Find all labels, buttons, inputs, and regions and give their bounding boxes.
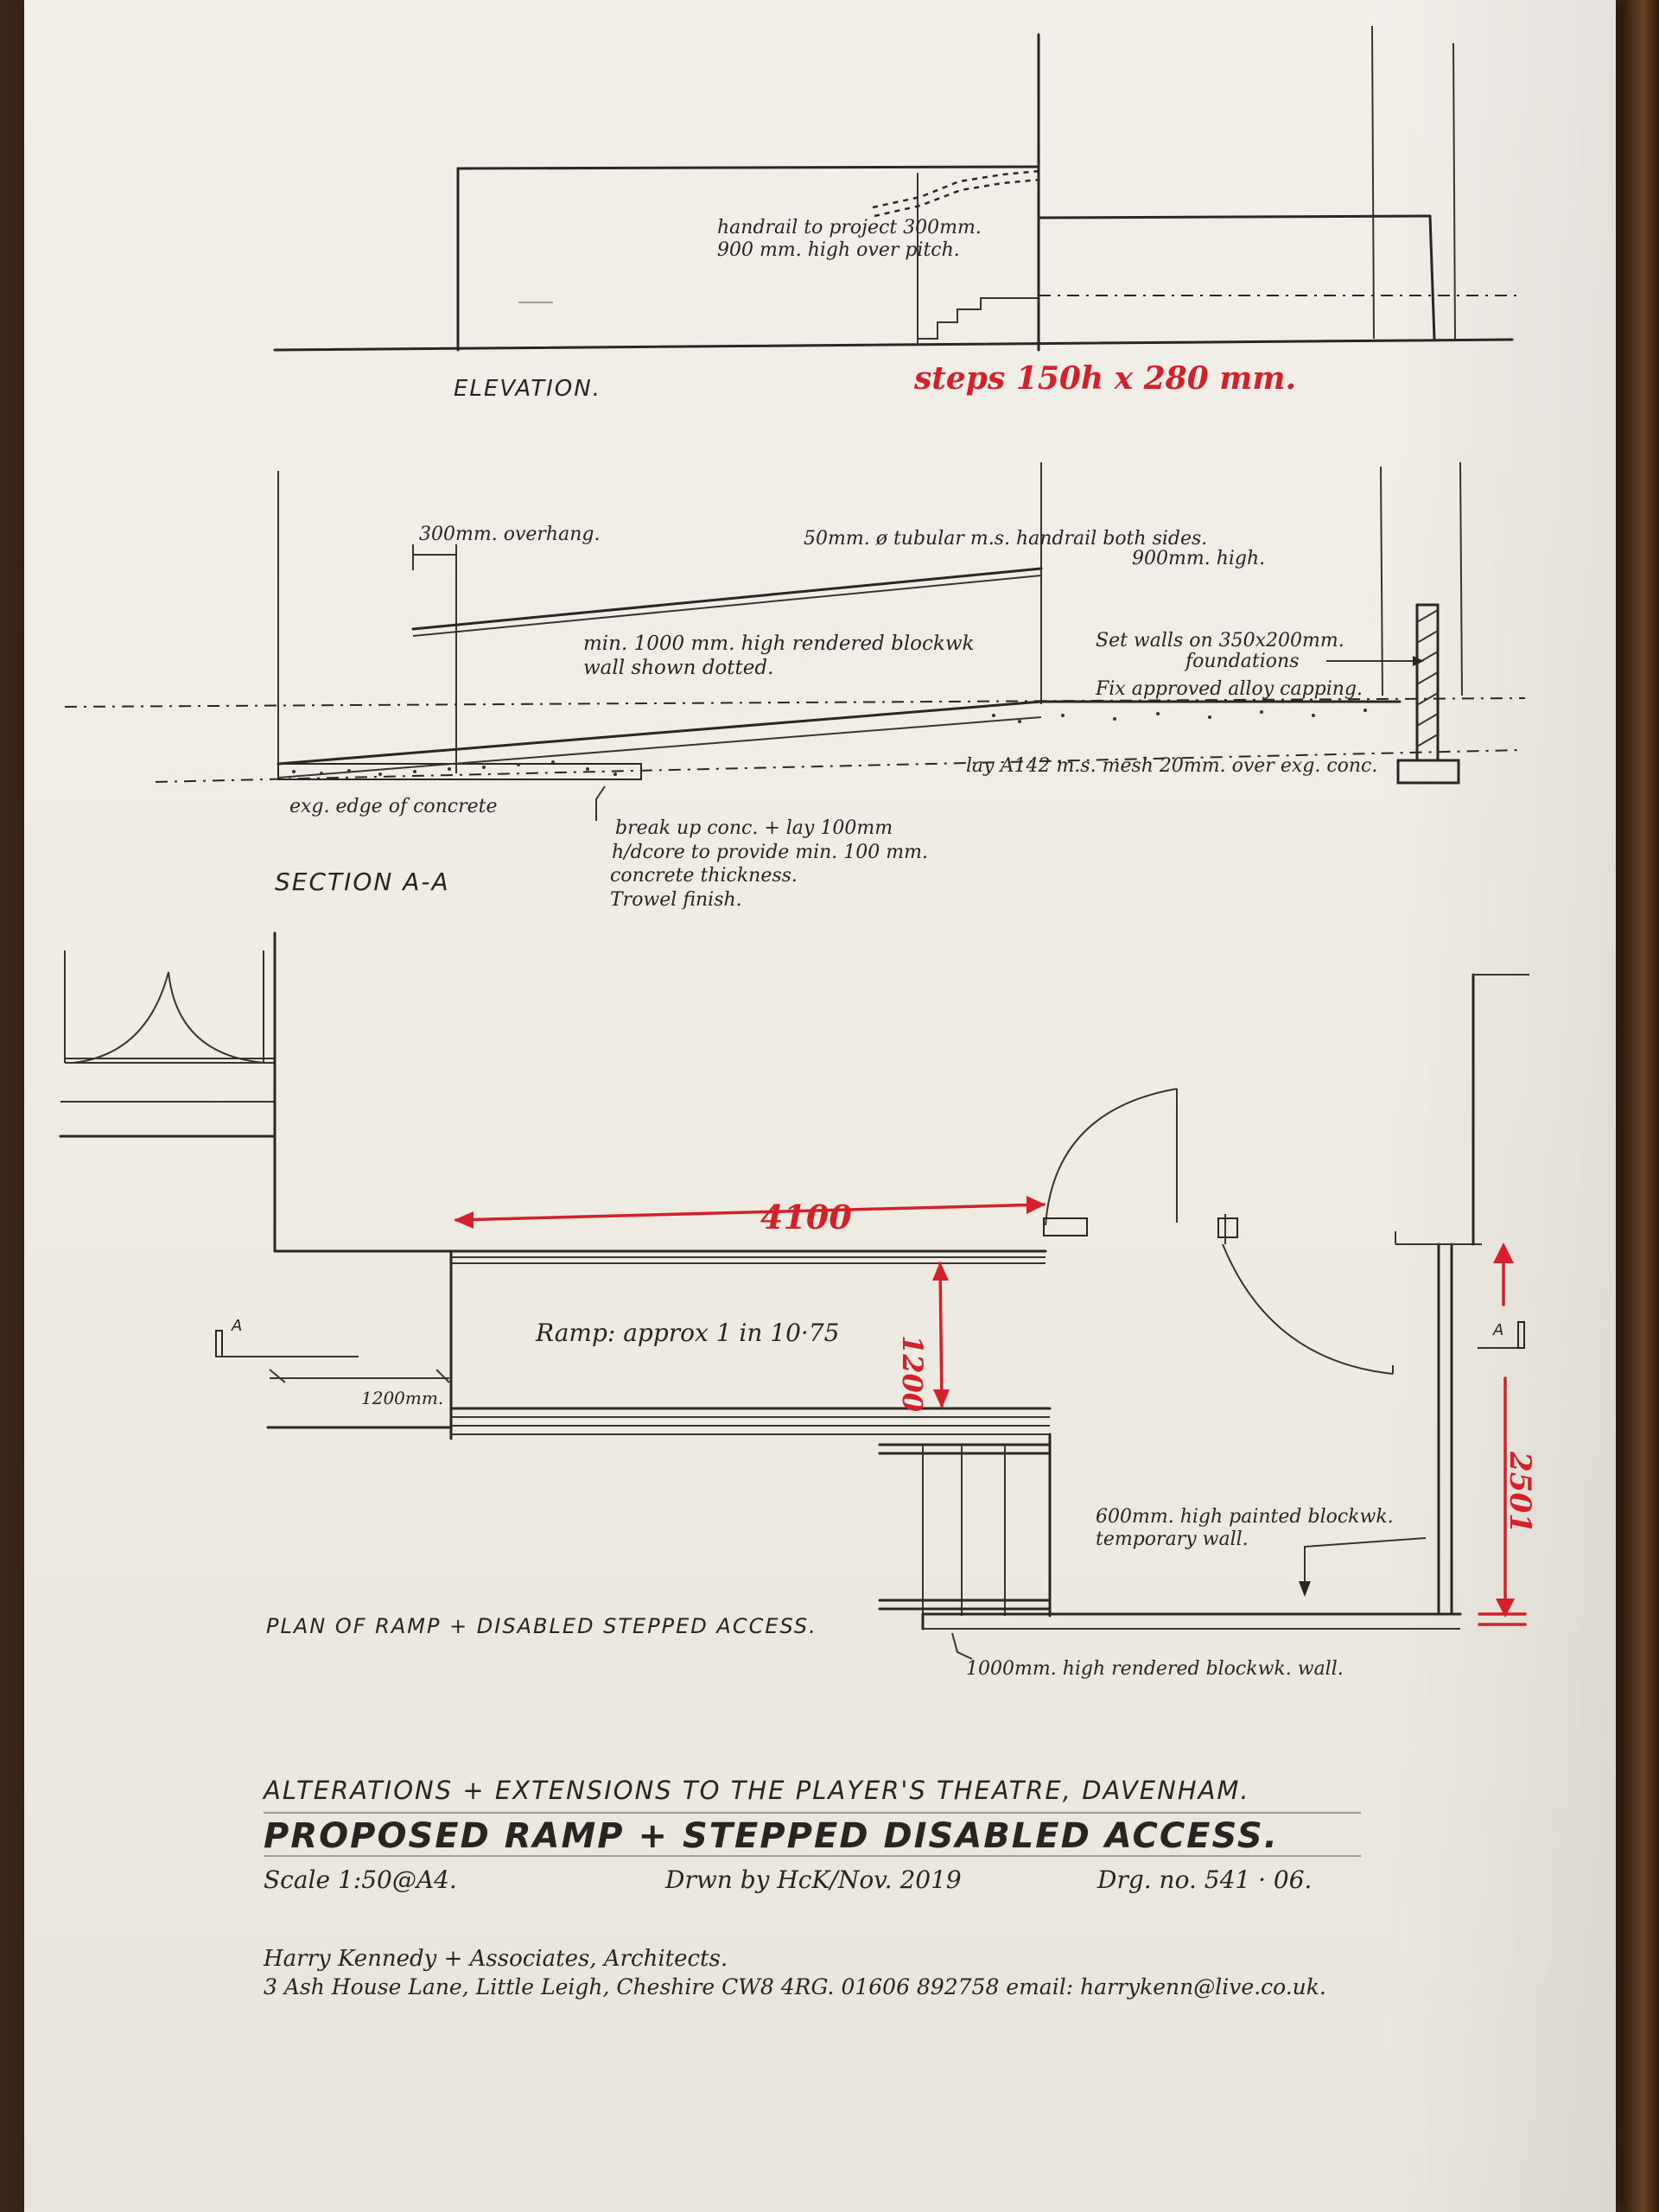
wall-note-2: wall shown dotted. (583, 657, 773, 679)
section-marker-left: A (231, 1317, 244, 1335)
concrete-edge-note: exg. edge of concrete (289, 796, 498, 817)
breakup-note-3: concrete thickness. (610, 865, 798, 887)
breakup-note-1: break up conc. + lay 100mm (615, 817, 893, 839)
section-handrail-note-1: 50mm. ø tubular m.s. handrail both sides… (804, 528, 1207, 550)
coping-note: Fix approved alloy capping. (1095, 678, 1363, 700)
landing-dim: 1200mm. (361, 1388, 443, 1408)
elevation-title: ELEVATION. (454, 376, 601, 402)
architect-name: Harry Kennedy + Associates, Architects. (263, 1946, 728, 1972)
architect-address: 3 Ash House Lane, Little Leigh, Cheshire… (264, 1974, 1326, 1999)
plan-dim-width: 1200 (896, 1335, 929, 1412)
plan-wall-note-2: temporary wall. (1096, 1529, 1249, 1550)
foundation-note-2: foundations (1184, 651, 1300, 672)
breakup-note-2: h/dcore to provide min. 100 mm. (612, 842, 928, 863)
title-line-1: ALTERATIONS + EXTENSIONS TO THE PLAYER'S… (262, 1776, 1250, 1805)
plan-wall-note-1: 600mm. high painted blockwk. (1096, 1506, 1394, 1528)
drawing-number: Drg. no. 541 · 06. (1096, 1866, 1312, 1894)
title-block: ALTERATIONS + EXTENSIONS TO THE PLAYER'S… (262, 1776, 1361, 1999)
plan-dim-right: 2501 (1503, 1451, 1537, 1534)
elevation-view: handrail to project 300mm. 900 mm. high … (273, 25, 1521, 402)
section-view: 300mm. overhang. 50mm. ø tubular m.s. ha… (64, 461, 1526, 911)
breakup-note-4: Trowel finish. (610, 889, 742, 911)
overhang-note: 300mm. overhang. (419, 524, 600, 545)
elevation-handrail-note-2: 900 mm. high over pitch. (717, 239, 960, 261)
scale-note: Scale 1:50@A4. (264, 1866, 457, 1894)
plan-bottom-note: 1000mm. high rendered blockwk. wall. (966, 1658, 1344, 1680)
title-line-2: PROPOSED RAMP + STEPPED DISABLED ACCESS. (264, 1816, 1279, 1856)
plan-view: 4100 1200 2501 1200mm. Ramp: approx 1 in… (59, 931, 1537, 1680)
concrete-stipple (292, 709, 1367, 776)
ramp-label: Ramp: approx 1 in 10·75 (535, 1319, 839, 1347)
section-title: SECTION A-A (275, 868, 450, 896)
drawn-by: Drwn by HcK/Nov. 2019 (664, 1866, 962, 1894)
elevation-handrail-note-1: handrail to project 300mm. (717, 217, 982, 238)
wall-note-1: min. 1000 mm. high rendered blockwk (583, 632, 974, 655)
drawing-sheet (24, 0, 1616, 2212)
mesh-note: lay A142 m.s. mesh 20mm. over exg. conc. (966, 755, 1377, 777)
foundation-note-1: Set walls on 350x200mm. (1096, 630, 1344, 652)
section-marker-right: A (1492, 1321, 1505, 1339)
plan-title: PLAN OF RAMP + DISABLED STEPPED ACCESS. (266, 1614, 817, 1638)
section-handrail-note-2: 900mm. high. (1132, 548, 1265, 569)
plan-dim-length: 4100 (760, 1198, 852, 1236)
steps-note: steps 150h x 280 mm. (913, 360, 1296, 397)
